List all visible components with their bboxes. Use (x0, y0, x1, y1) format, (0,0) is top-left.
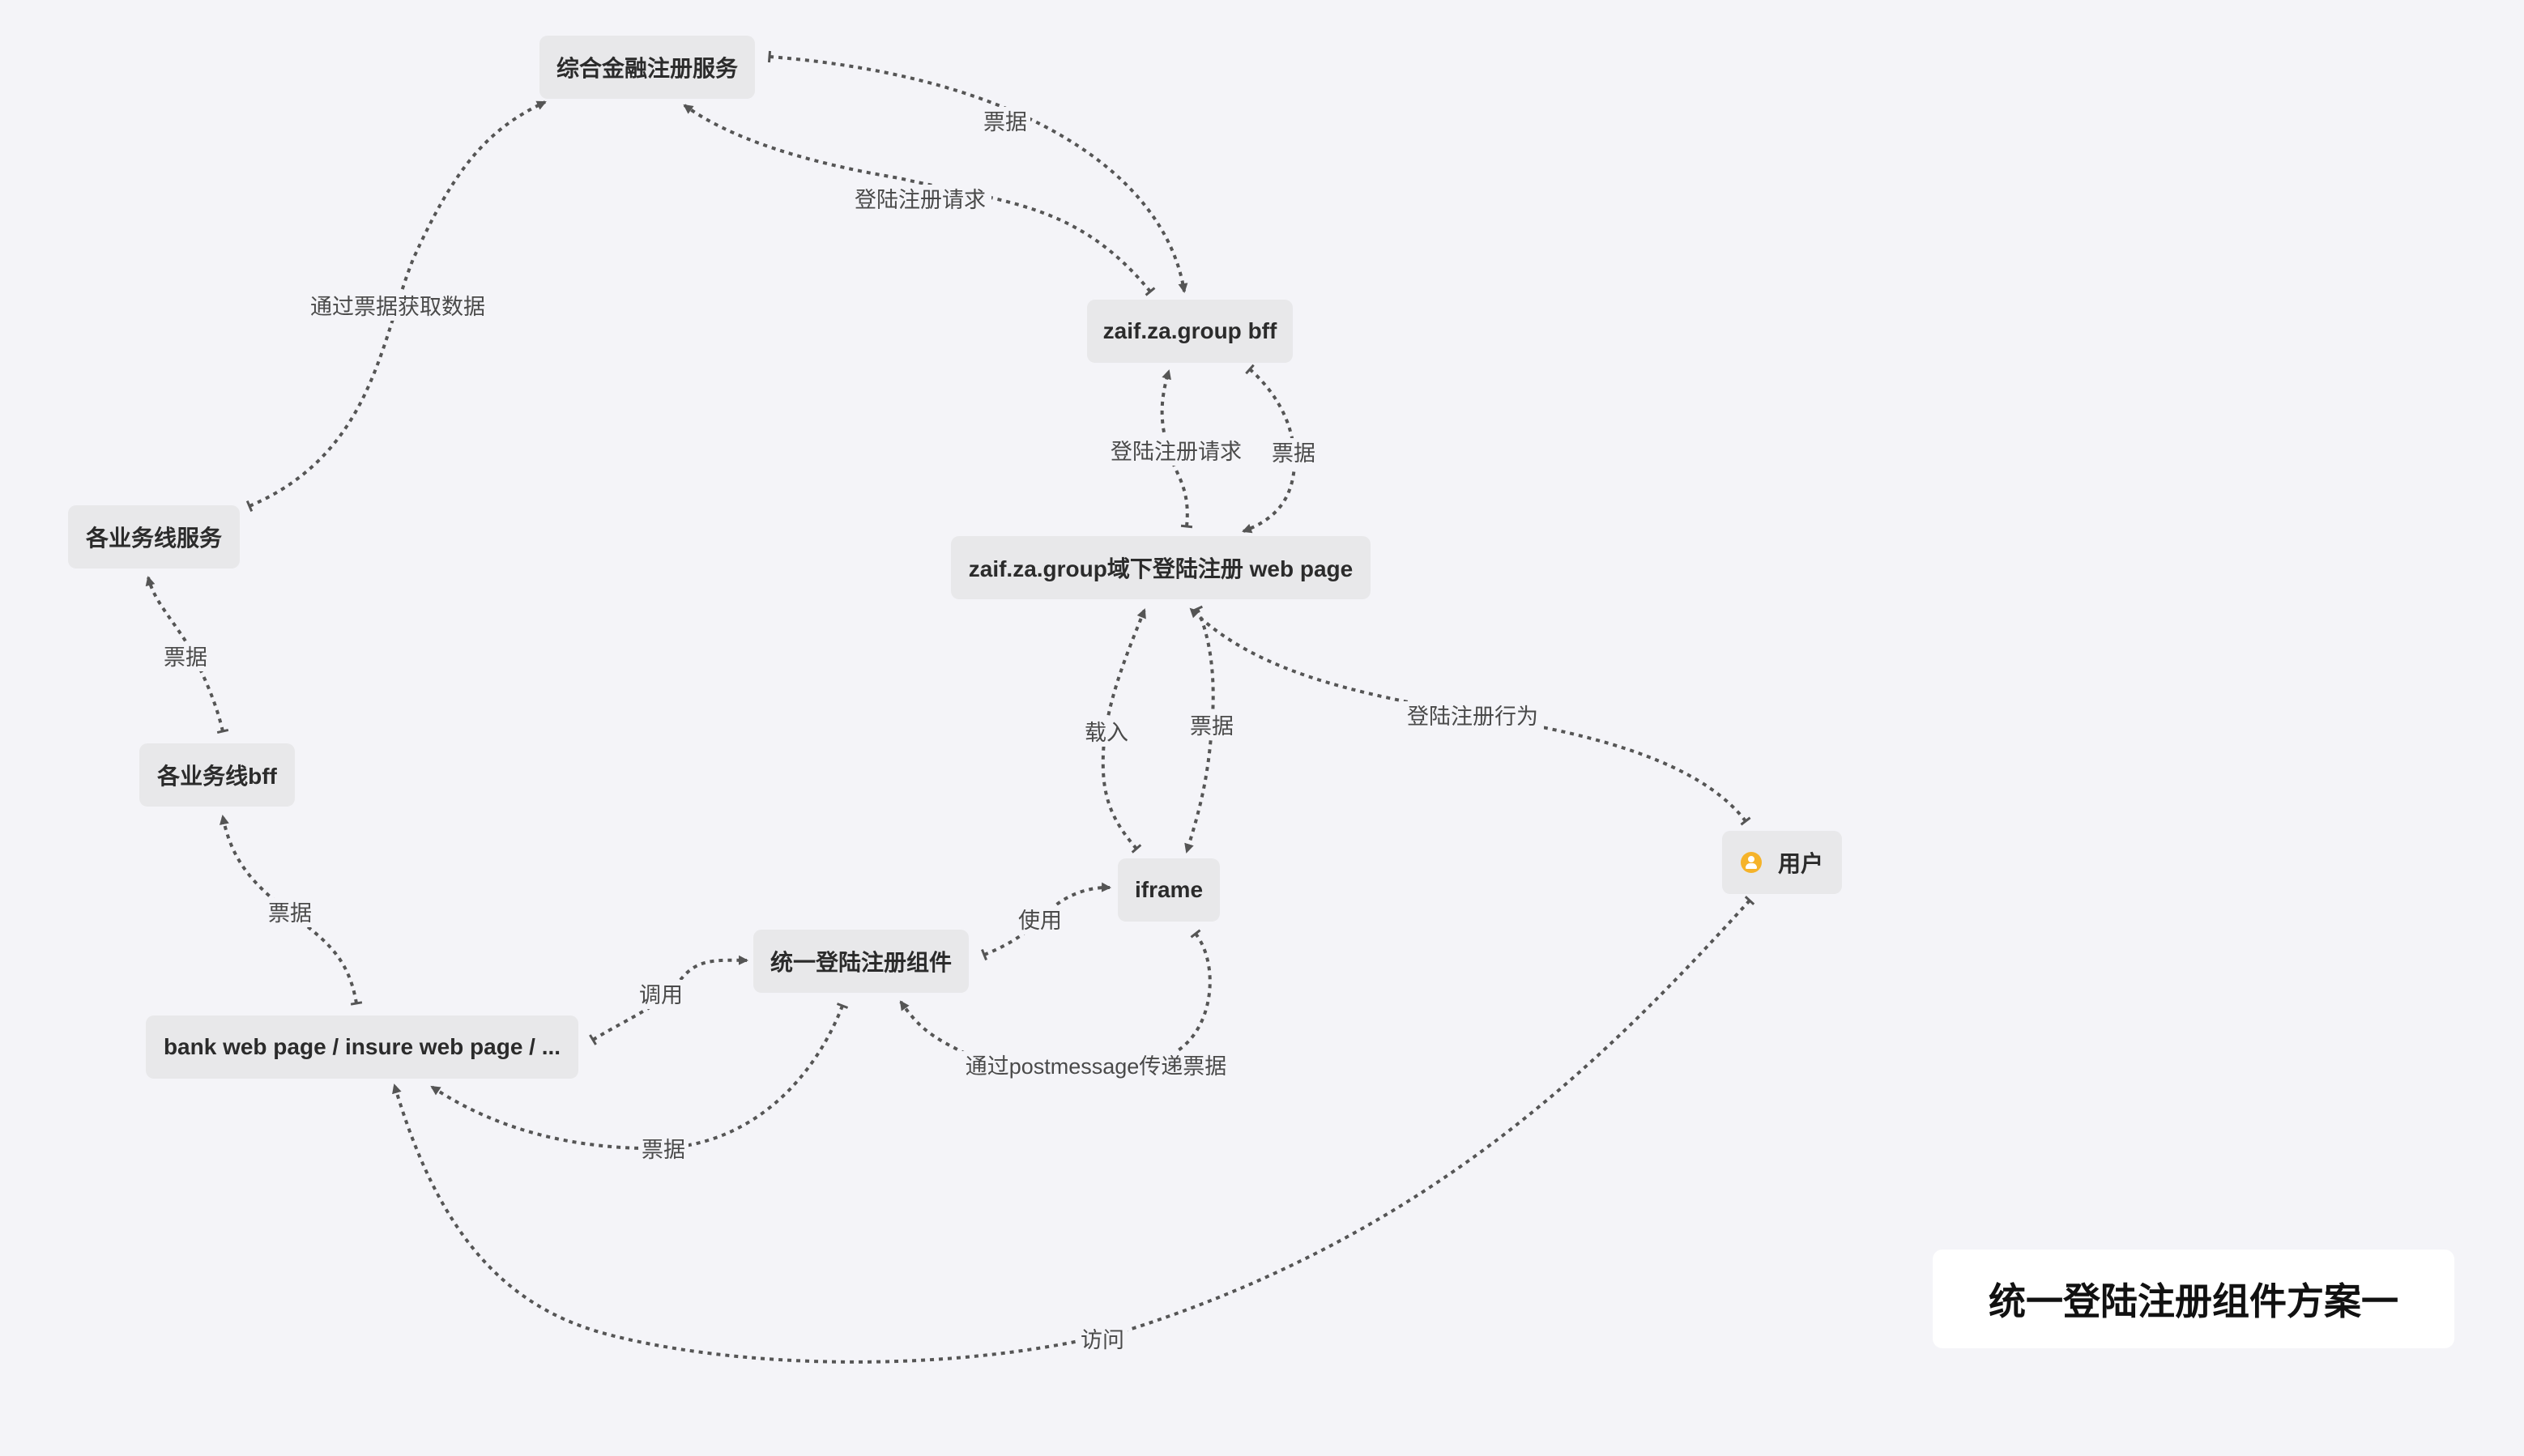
edge-label-finance-bff-ticket: 票据 (983, 110, 1027, 134)
node-user[interactable]: 用户 (1722, 831, 1842, 894)
node-bank[interactable]: bank web page / insure web page / ... (146, 1015, 578, 1079)
edge-finance-bff-ticket (767, 50, 1188, 293)
edge-label-bank-user-visit: 访问 (1081, 1328, 1124, 1352)
edge-label-bff-finance-request: 登陆注册请求 (855, 188, 986, 212)
node-user-label: 用户 (1777, 851, 1823, 876)
edge-bizbff-bizservice-ticket (145, 576, 229, 734)
node-finance-service[interactable]: 综合金融注册服务 (539, 36, 755, 99)
edge-label-component-bank-ticket: 票据 (642, 1138, 685, 1162)
edge-label-bff-webpage-ticket: 票据 (1272, 441, 1315, 466)
node-bff[interactable]: zaif.za.group bff (1087, 300, 1293, 363)
node-webpage[interactable]: zaif.za.group域下登陆注册 web page (951, 536, 1371, 599)
edge-label-webpage-iframe-ticket: 票据 (1190, 714, 1234, 739)
edge-label-component-iframe-use: 使用 (1018, 909, 1062, 933)
edge-iframe-webpage-load (1101, 608, 1146, 854)
node-biz-service[interactable]: 各业务线服务 (68, 505, 240, 568)
node-iframe[interactable]: iframe (1118, 858, 1220, 922)
edge-label-biz-finance-fetch: 通过票据获取数据 (310, 295, 485, 319)
edge-label-webpage-bff-request: 登陆注册请求 (1111, 440, 1242, 464)
diagram-title: 统一登陆注册组件方案一 (1933, 1250, 2454, 1348)
edge-label-iframe-webpage-load: 载入 (1085, 721, 1128, 745)
node-biz-bff[interactable]: 各业务线bff (139, 743, 295, 807)
edge-user-bank-visit (392, 896, 1755, 1364)
edge-bff-finance-request (683, 104, 1156, 296)
node-component[interactable]: 统一登陆注册组件 (753, 930, 969, 993)
edge-biz-finance-fetch (245, 100, 547, 513)
edge-label-bizbff-bank-ticket: 票据 (268, 901, 312, 926)
user-icon (1740, 852, 1762, 873)
edge-label-user-webpage-action: 登陆注册行为 (1407, 705, 1538, 729)
edge-label-bank-component-call: 调用 (639, 983, 683, 1007)
edge-label-bizbff-bizservice-ticket: 票据 (164, 645, 207, 670)
edge-label-iframe-component-postmessage: 通过postmessage传递票据 (966, 1054, 1227, 1079)
